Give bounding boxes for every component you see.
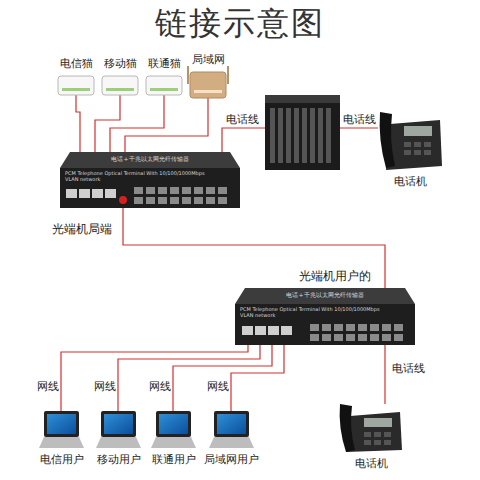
router-icon (188, 66, 228, 98)
diagram-title: 链接示意图 (0, 4, 480, 42)
device-label: 电话机 (355, 457, 388, 470)
pbx-cabinet-icon (265, 95, 340, 170)
laptop-device: 电信用户 (39, 411, 84, 448)
wire-label: 网线 (206, 380, 230, 393)
device-label: 局域网用户 (204, 453, 259, 466)
modem-device: 电信猫 (58, 76, 94, 95)
device-label: 电信猫 (60, 57, 93, 70)
telephone-icon (380, 112, 442, 170)
modem-device: 移动猫 (102, 76, 138, 95)
device-label: 移动猫 (104, 57, 137, 70)
device-label: 电话机 (394, 175, 427, 188)
wire-label: 网线 (148, 380, 172, 393)
optical-terminal-icon (235, 288, 415, 345)
device-print: 电话+千兆以太网光纤传输器 (250, 292, 400, 299)
device-label: 移动用户 (97, 453, 141, 466)
wire-connector (95, 95, 120, 152)
device-print: 电话+千兆以太网光纤传输器 (75, 156, 225, 163)
laptop-device: 局域网用户 (209, 411, 254, 448)
modem-device: 联通猫 (146, 76, 182, 95)
wire-label: 电话线 (391, 362, 426, 375)
wire-connector (110, 95, 164, 152)
wire-connector (231, 345, 284, 411)
telephone-device: 电话机 (340, 404, 402, 452)
wire-connector (61, 345, 248, 411)
laptop-device: 移动用户 (96, 411, 141, 448)
router-device: 局域网 (190, 72, 226, 98)
wire-label: 电话线 (225, 113, 260, 126)
device-label: 光端机用户的 (299, 269, 371, 283)
wire-connector (173, 345, 272, 411)
optical-terminal-icon (60, 152, 240, 208)
wire-connector (118, 345, 260, 411)
device-label: 局域网 (192, 53, 225, 66)
device-print: PCM Telephone Optical Terminal With 10/1… (65, 171, 205, 183)
device-print: PCM Telephone Optical Terminal With 10/1… (240, 307, 380, 319)
device-label: 联通猫 (148, 57, 181, 70)
device-label: 电信用户 (40, 453, 84, 466)
wire-connector (123, 208, 385, 288)
wire-connector (76, 95, 80, 152)
telephone-icon (340, 404, 402, 452)
device-label: 联通用户 (152, 453, 196, 466)
wire-label: 网线 (36, 380, 60, 393)
laptop-device: 联通用户 (151, 411, 196, 448)
telephone-device: 电话机 (378, 112, 442, 170)
wire-connector (125, 98, 208, 152)
modem-icon (58, 76, 182, 95)
wire-connector (384, 345, 385, 404)
wire-label: 网线 (93, 380, 117, 393)
device-label: 光端机局端 (52, 222, 112, 236)
laptop-icon (39, 411, 254, 448)
wire-label: 电话线 (342, 113, 377, 126)
